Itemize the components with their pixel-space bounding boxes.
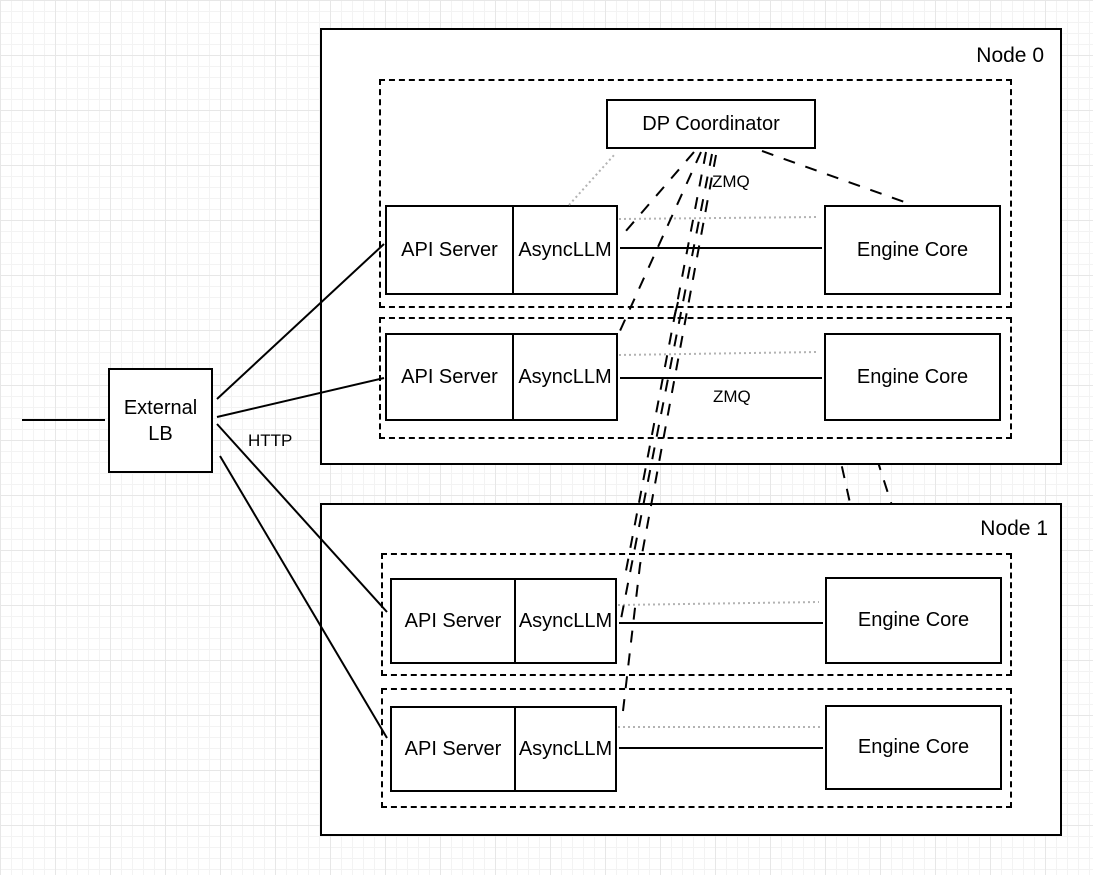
api-asyncllm-box-node0-row2: API Server AsyncLLM <box>385 333 618 421</box>
external-lb-label-line1: External <box>123 396 198 419</box>
asyncllm-node1-row1: AsyncLLM <box>518 609 613 632</box>
engine-core-box-node1-row1: Engine Core <box>825 577 1002 664</box>
external-lb-label-line2: LB <box>148 422 173 445</box>
engine-core-box-node0-row2: Engine Core <box>824 333 1001 421</box>
api-server-node1-row2: API Server <box>392 708 516 790</box>
dp-coordinator-label: DP Coordinator <box>642 112 780 135</box>
node1-label: Node 1 <box>980 517 1048 540</box>
node0-label: Node 0 <box>976 44 1044 67</box>
api-server-node1-row1: API Server <box>392 580 516 662</box>
api-server-node0-row1: API Server <box>387 207 514 293</box>
api-asyncllm-box-node0-row1: API Server AsyncLLM <box>385 205 618 295</box>
http-label: HTTP <box>248 431 293 450</box>
engine-core-box-node0-row1: Engine Core <box>824 205 1001 295</box>
asyncllm-node0-row2: AsyncLLM <box>518 365 612 388</box>
asyncllm-node1-row2: AsyncLLM <box>518 737 613 760</box>
dp-coordinator-box: DP Coordinator <box>606 99 816 149</box>
engine-core-box-node1-row2: Engine Core <box>825 705 1002 790</box>
engine-core-label-node0-row2: Engine Core <box>856 365 969 388</box>
zmq-label-coordinator: ZMQ <box>712 172 750 191</box>
zmq-label-row: ZMQ <box>713 387 751 406</box>
external-lb-box: External LB <box>108 368 213 473</box>
engine-core-label-node1-row1: Engine Core <box>857 609 970 631</box>
engine-core-label-node0-row1: Engine Core <box>856 238 969 261</box>
api-server-node0-row2: API Server <box>387 335 514 419</box>
api-asyncllm-box-node1-row1: API Server AsyncLLM <box>390 578 617 664</box>
engine-core-label-node1-row2: Engine Core <box>857 736 970 758</box>
asyncllm-node0-row1: AsyncLLM <box>518 238 612 261</box>
api-asyncllm-box-node1-row2: API Server AsyncLLM <box>390 706 617 792</box>
